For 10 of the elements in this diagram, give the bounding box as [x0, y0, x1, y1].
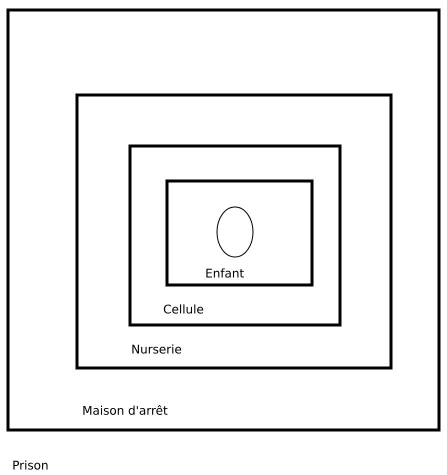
nested-box [76, 94, 392, 370]
nested-box [128, 144, 342, 326]
box-label: Cellule [164, 304, 204, 314]
box-label: Prison [13, 460, 48, 470]
box-label: Maison d'arrêt [83, 405, 168, 415]
box-label: Enfant [206, 268, 244, 278]
ellipse-node [216, 206, 254, 258]
nested-box [166, 180, 314, 286]
nested-box [6, 8, 440, 432]
box-label: Nurserie [132, 344, 182, 354]
